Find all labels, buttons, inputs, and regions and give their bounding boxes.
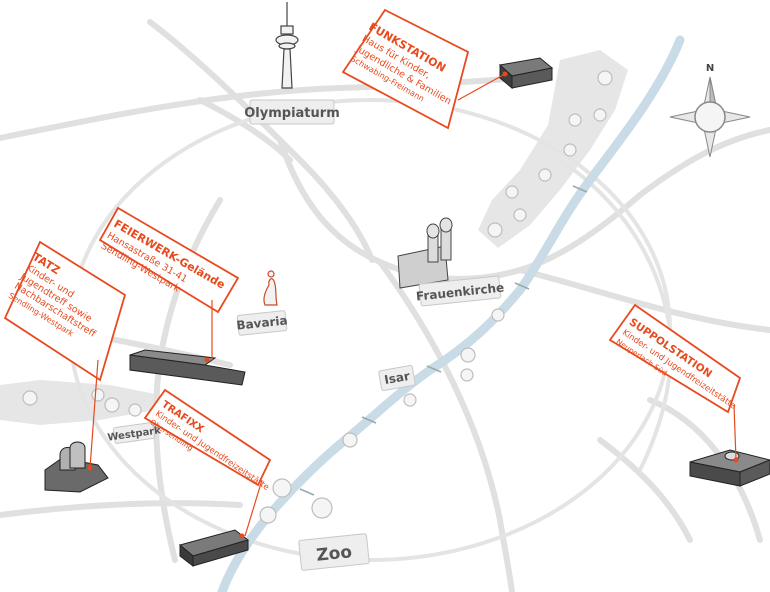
svg-text:Olympiaturm: Olympiaturm <box>244 106 340 121</box>
callout-tatz[interactable]: TATZ Kinder- und Jugendtreff sowie Nachb… <box>3 240 127 471</box>
compass-rose-icon: N <box>669 63 751 158</box>
westpark-label: Westpark <box>107 422 162 444</box>
street-network <box>0 19 770 592</box>
suppolstation-building <box>689 449 770 487</box>
zoo-label: Zoo <box>298 533 370 571</box>
callout-funkstation[interactable]: FUNKSTATION Haus für Kinder, Jugendliche… <box>341 8 508 130</box>
olympiaturm-tower <box>275 2 299 89</box>
landmark-labels: Olympiaturm Bavaria Frauenkirche Isar We… <box>107 99 505 571</box>
funkstation-building <box>498 57 554 90</box>
isar-label: Isar <box>378 365 416 391</box>
bavaria-label: Bavaria <box>236 310 288 336</box>
bridges <box>299 185 588 496</box>
svg-text:Bavaria: Bavaria <box>236 313 288 332</box>
feierwerk-building <box>129 349 246 386</box>
svg-text:Zoo: Zoo <box>315 542 353 566</box>
svg-text:N: N <box>706 63 714 74</box>
westpark-park <box>0 380 160 425</box>
callout-suppolstation[interactable]: SUPPOLSTATION Kinder- und Jugendfreizeit… <box>608 303 745 463</box>
frauenkirche-label: Frauenkirche <box>415 275 505 307</box>
frauenkirche-building <box>397 217 453 289</box>
svg-text:Isar: Isar <box>383 369 411 387</box>
bavaria-statue <box>263 270 278 306</box>
tatz-building <box>44 441 109 493</box>
trafixx-building <box>178 529 250 568</box>
olympiaturm-label: Olympiaturm <box>244 99 340 125</box>
